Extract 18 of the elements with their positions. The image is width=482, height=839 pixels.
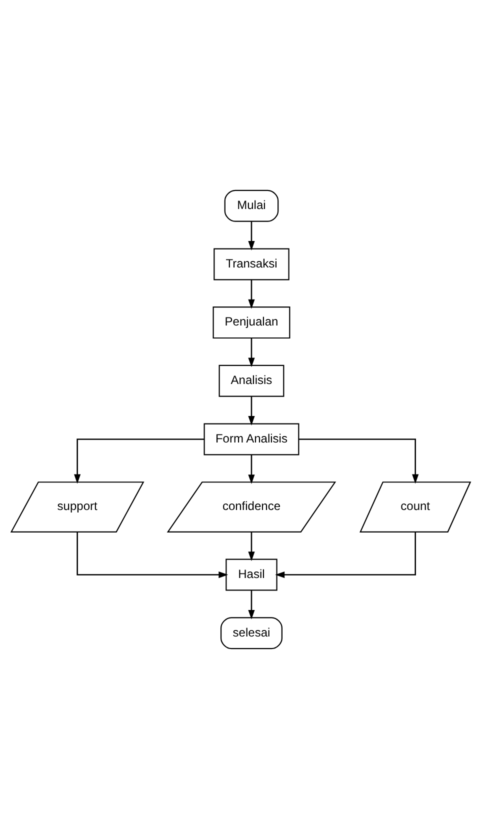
node-box: Mulai (224, 190, 279, 222)
arrow (74, 438, 204, 484)
arrow (298, 438, 419, 484)
arrow (248, 280, 255, 309)
arrow (248, 454, 255, 484)
arrow (76, 532, 228, 578)
arrow (248, 396, 255, 426)
arrow (248, 338, 255, 368)
arrow (248, 590, 255, 620)
node-box: Penjualan (212, 306, 290, 339)
node-box: Hasil (226, 558, 278, 591)
node-box: selesai (220, 617, 282, 650)
node-box: Form Analisis (204, 423, 300, 456)
node-box: Analisis (218, 364, 284, 397)
node-box: Transaksi (214, 248, 290, 280)
arrow (248, 532, 255, 562)
arrow (248, 222, 255, 250)
arrow (275, 532, 416, 578)
